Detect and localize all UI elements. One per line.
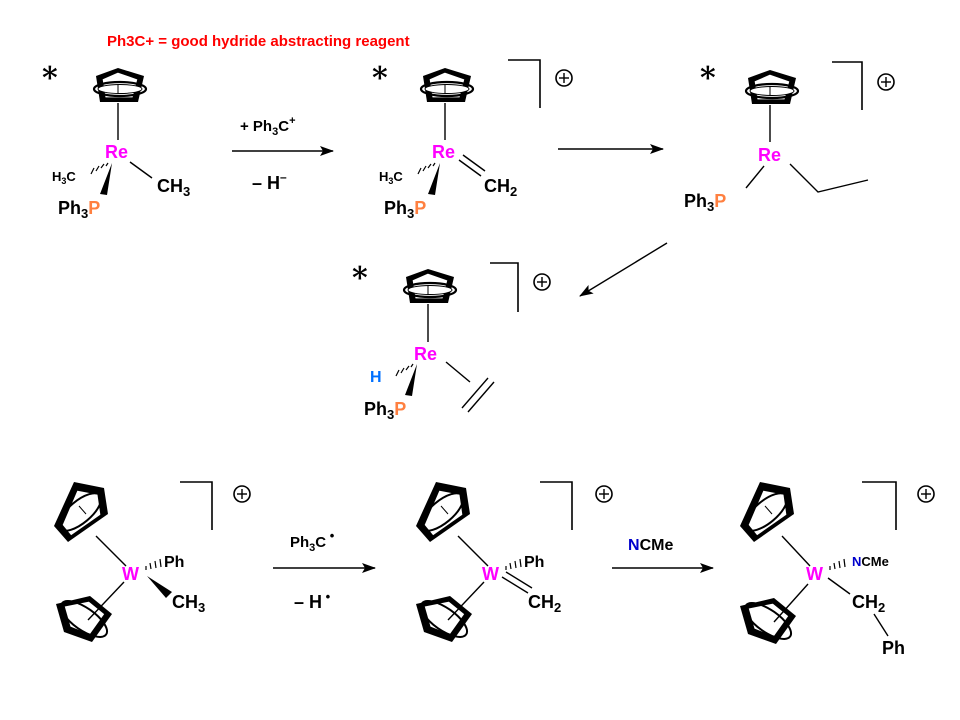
charge-bracket — [508, 59, 541, 108]
cp-ring-upper — [414, 481, 471, 543]
ph-label: Ph — [524, 554, 544, 571]
arrow-radical-abstraction: Ph3C • – H • — [273, 528, 376, 612]
note-text: Ph3C+ = good hydride abstracting reagent — [107, 33, 410, 50]
w-complex-2: W Ph CH2 — [414, 481, 613, 645]
charge-bracket — [180, 481, 213, 530]
cp-ring — [744, 68, 800, 106]
cp-ring-lower — [414, 593, 474, 645]
positive-charge-icon — [533, 273, 551, 291]
rhenium-label: Re — [414, 344, 437, 364]
w-complex-3: W NCMe CH2 Ph — [738, 481, 935, 658]
cp-ring-upper — [738, 481, 795, 543]
ethyl-chain — [789, 163, 869, 193]
re-complex-2: * Re H3C CH2 Ph3P — [372, 59, 573, 221]
arrow-loss-label: – H • — [294, 589, 331, 612]
arrow-nitrile-addition: NCMe — [612, 537, 714, 573]
positive-charge-icon — [877, 73, 895, 91]
chiral-star: * — [42, 61, 58, 96]
positive-charge-icon — [917, 485, 935, 503]
w-complex-1: W Ph CH3 — [52, 481, 251, 645]
tungsten-label: W — [482, 564, 499, 584]
cp-ring-lower — [54, 593, 114, 645]
arrow-reagent-label: NCMe — [628, 537, 673, 554]
ch2-label: CH2 — [484, 176, 517, 199]
h3c-label: H3C — [379, 169, 403, 186]
charge-bracket — [540, 481, 573, 530]
ncme-ligand-label: NCMe — [852, 554, 889, 569]
arrow-reagent-label: Ph3C • — [290, 528, 335, 554]
hydride-label: H — [370, 369, 382, 386]
cp-ring — [402, 267, 458, 305]
arrow-reagent-label: + Ph3C+ — [240, 115, 296, 138]
charge-bracket — [832, 61, 863, 110]
reaction-arrow — [579, 242, 668, 297]
re-complex-3: * Re Ph3P — [684, 61, 895, 214]
ethylene-bond — [461, 377, 489, 409]
charge-bracket — [862, 481, 897, 530]
ch2-label: CH2 — [852, 592, 885, 615]
arrow-loss-label: – H– — [252, 170, 287, 193]
arrow-hydride-abstraction: + Ph3C+ – H– — [232, 115, 334, 193]
rhenium-label: Re — [105, 142, 128, 162]
cp-ring-lower — [738, 595, 798, 647]
positive-charge-icon — [555, 69, 573, 87]
chiral-star: * — [372, 61, 388, 96]
ph3p-label: Ph3P — [58, 198, 100, 221]
cp-ring-upper — [52, 481, 109, 543]
cp-ring — [92, 66, 148, 104]
re-complex-4: * Re H Ph3P — [352, 261, 551, 422]
charge-bracket — [490, 262, 519, 312]
ph3p-label: Ph3P — [684, 191, 726, 214]
ph-label: Ph — [164, 554, 184, 571]
re-complex-1: * Re H3C CH3 Ph3P — [42, 61, 190, 221]
ch3-label: CH3 — [172, 592, 205, 615]
positive-charge-icon — [595, 485, 613, 503]
chiral-star: * — [700, 61, 716, 96]
rhenium-label: Re — [432, 142, 455, 162]
ph3p-label: Ph3P — [364, 399, 406, 422]
positive-charge-icon — [233, 485, 251, 503]
benzyl-ph-label: Ph — [882, 638, 905, 658]
ph3p-label: Ph3P — [384, 198, 426, 221]
ch3-label: CH3 — [157, 176, 190, 199]
cp-ring — [419, 66, 475, 104]
ch2-label: CH2 — [528, 592, 561, 615]
tungsten-label: W — [122, 564, 139, 584]
h3c-label: H3C — [52, 169, 76, 186]
tungsten-label: W — [806, 564, 823, 584]
rhenium-label: Re — [758, 145, 781, 165]
chiral-star: * — [352, 261, 368, 296]
